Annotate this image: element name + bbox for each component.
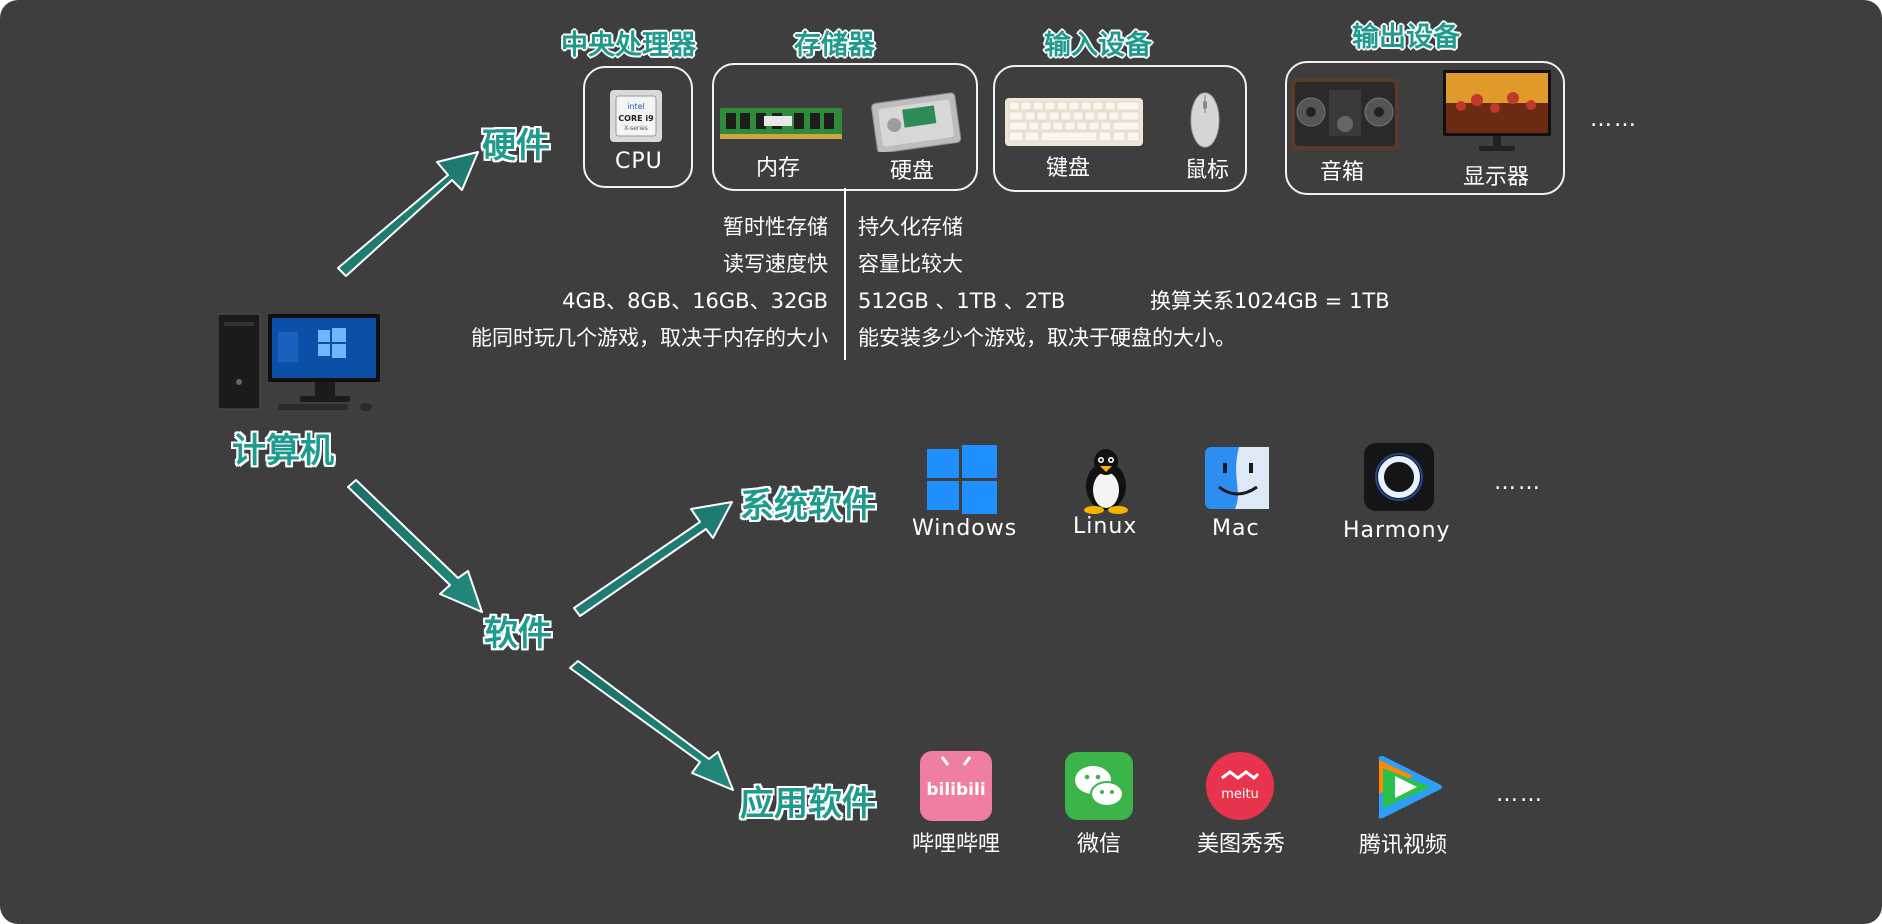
mouse-label: 鼠标 — [1185, 158, 1230, 183]
svg-text:CORE i9: CORE i9 — [618, 114, 654, 123]
speaker-icon — [1291, 78, 1399, 150]
harmony-icon — [1364, 443, 1434, 511]
monitor-label: 显示器 — [1463, 165, 1530, 190]
cpu-label: CPU — [615, 149, 663, 174]
branch-system-software: 系统软件 — [740, 486, 876, 526]
wechat-icon — [1065, 752, 1133, 820]
group-title-cpu: 中央处理器 — [561, 30, 696, 61]
meitu-icon: meitu — [1206, 752, 1274, 820]
mouse-icon — [1189, 91, 1221, 149]
group-title-output: 输出设备 — [1352, 22, 1460, 53]
cpu-chip-icon: intel CORE i9 X-series — [608, 88, 664, 144]
arrow-to-system-software — [573, 501, 733, 617]
mac-label: Mac — [1212, 516, 1260, 541]
storage-box — [712, 63, 978, 191]
bilibili-label: 哔哩哔哩 — [912, 832, 1001, 857]
branch-software: 软件 — [484, 614, 552, 654]
keyboard-icon — [1005, 98, 1143, 148]
monitor-icon — [1443, 70, 1551, 154]
arrow-to-hardware — [337, 151, 479, 277]
mac-finder-icon — [1205, 447, 1269, 509]
cpu-box — [583, 66, 693, 188]
svg-text:X-series: X-series — [624, 125, 648, 132]
disk-note-3: 512GB 、1TB 、2TB — [858, 289, 1066, 313]
svg-text:meitu: meitu — [1221, 787, 1259, 802]
wechat-label: 微信 — [1077, 832, 1122, 857]
arrow-to-software — [347, 479, 483, 613]
branch-application-software: 应用软件 — [740, 784, 876, 824]
keyboard-label: 键盘 — [1046, 156, 1091, 181]
input-box — [993, 65, 1247, 192]
hardware-more-ellipsis: …… — [1590, 107, 1638, 132]
group-title-storage: 存储器 — [794, 30, 875, 61]
disk-notes: 持久化存储 容量比较大 512GB 、1TB 、2TB 能安装多少个游戏，取决于… — [858, 211, 1236, 359]
application-software-more-ellipsis: …… — [1496, 782, 1544, 807]
meitu-label: 美图秀秀 — [1197, 832, 1286, 857]
root-title: 计算机 — [232, 431, 334, 471]
memory-ram-icon — [720, 106, 842, 142]
memory-note-2: 读写速度快 — [723, 252, 828, 276]
computer-icon — [218, 312, 383, 417]
harmony-label: Harmony — [1343, 518, 1451, 543]
disk-note-1: 持久化存储 — [858, 215, 963, 239]
branch-hardware: 硬件 — [482, 126, 550, 166]
memory-note-3: 4GB、8GB、16GB、32GB — [562, 289, 828, 313]
bilibili-icon: bilibili — [920, 751, 992, 821]
capacity-conversion: 换算关系1024GB = 1TB — [1150, 289, 1390, 313]
tencent-video-icon — [1373, 754, 1445, 820]
disk-label: 硬盘 — [890, 159, 935, 184]
group-title-input: 输入设备 — [1044, 30, 1152, 61]
speaker-label: 音箱 — [1320, 160, 1365, 185]
output-box — [1285, 61, 1565, 195]
memory-notes: 暂时性存储 读写速度快 4GB、8GB、16GB、32GB 能同时玩几个游戏，取… — [471, 211, 828, 359]
memory-note-1: 暂时性存储 — [723, 215, 828, 239]
memory-label: 内存 — [756, 156, 801, 181]
hard-disk-icon — [870, 92, 962, 152]
linux-label: Linux — [1073, 514, 1138, 539]
windows-label: Windows — [912, 516, 1018, 541]
memory-note-4: 能同时玩几个游戏，取决于内存的大小 — [471, 326, 828, 350]
linux-penguin-icon — [1078, 446, 1134, 514]
svg-text:bilibili: bilibili — [926, 780, 985, 800]
windows-icon — [927, 445, 997, 515]
system-software-more-ellipsis: …… — [1494, 470, 1542, 495]
arrow-to-application-software — [569, 660, 734, 791]
tencent-video-label: 腾讯视频 — [1359, 833, 1448, 858]
svg-text:intel: intel — [627, 102, 645, 111]
disk-note-2: 容量比较大 — [858, 252, 963, 276]
disk-note-4: 能安装多少个游戏，取决于硬盘的大小。 — [858, 326, 1236, 350]
